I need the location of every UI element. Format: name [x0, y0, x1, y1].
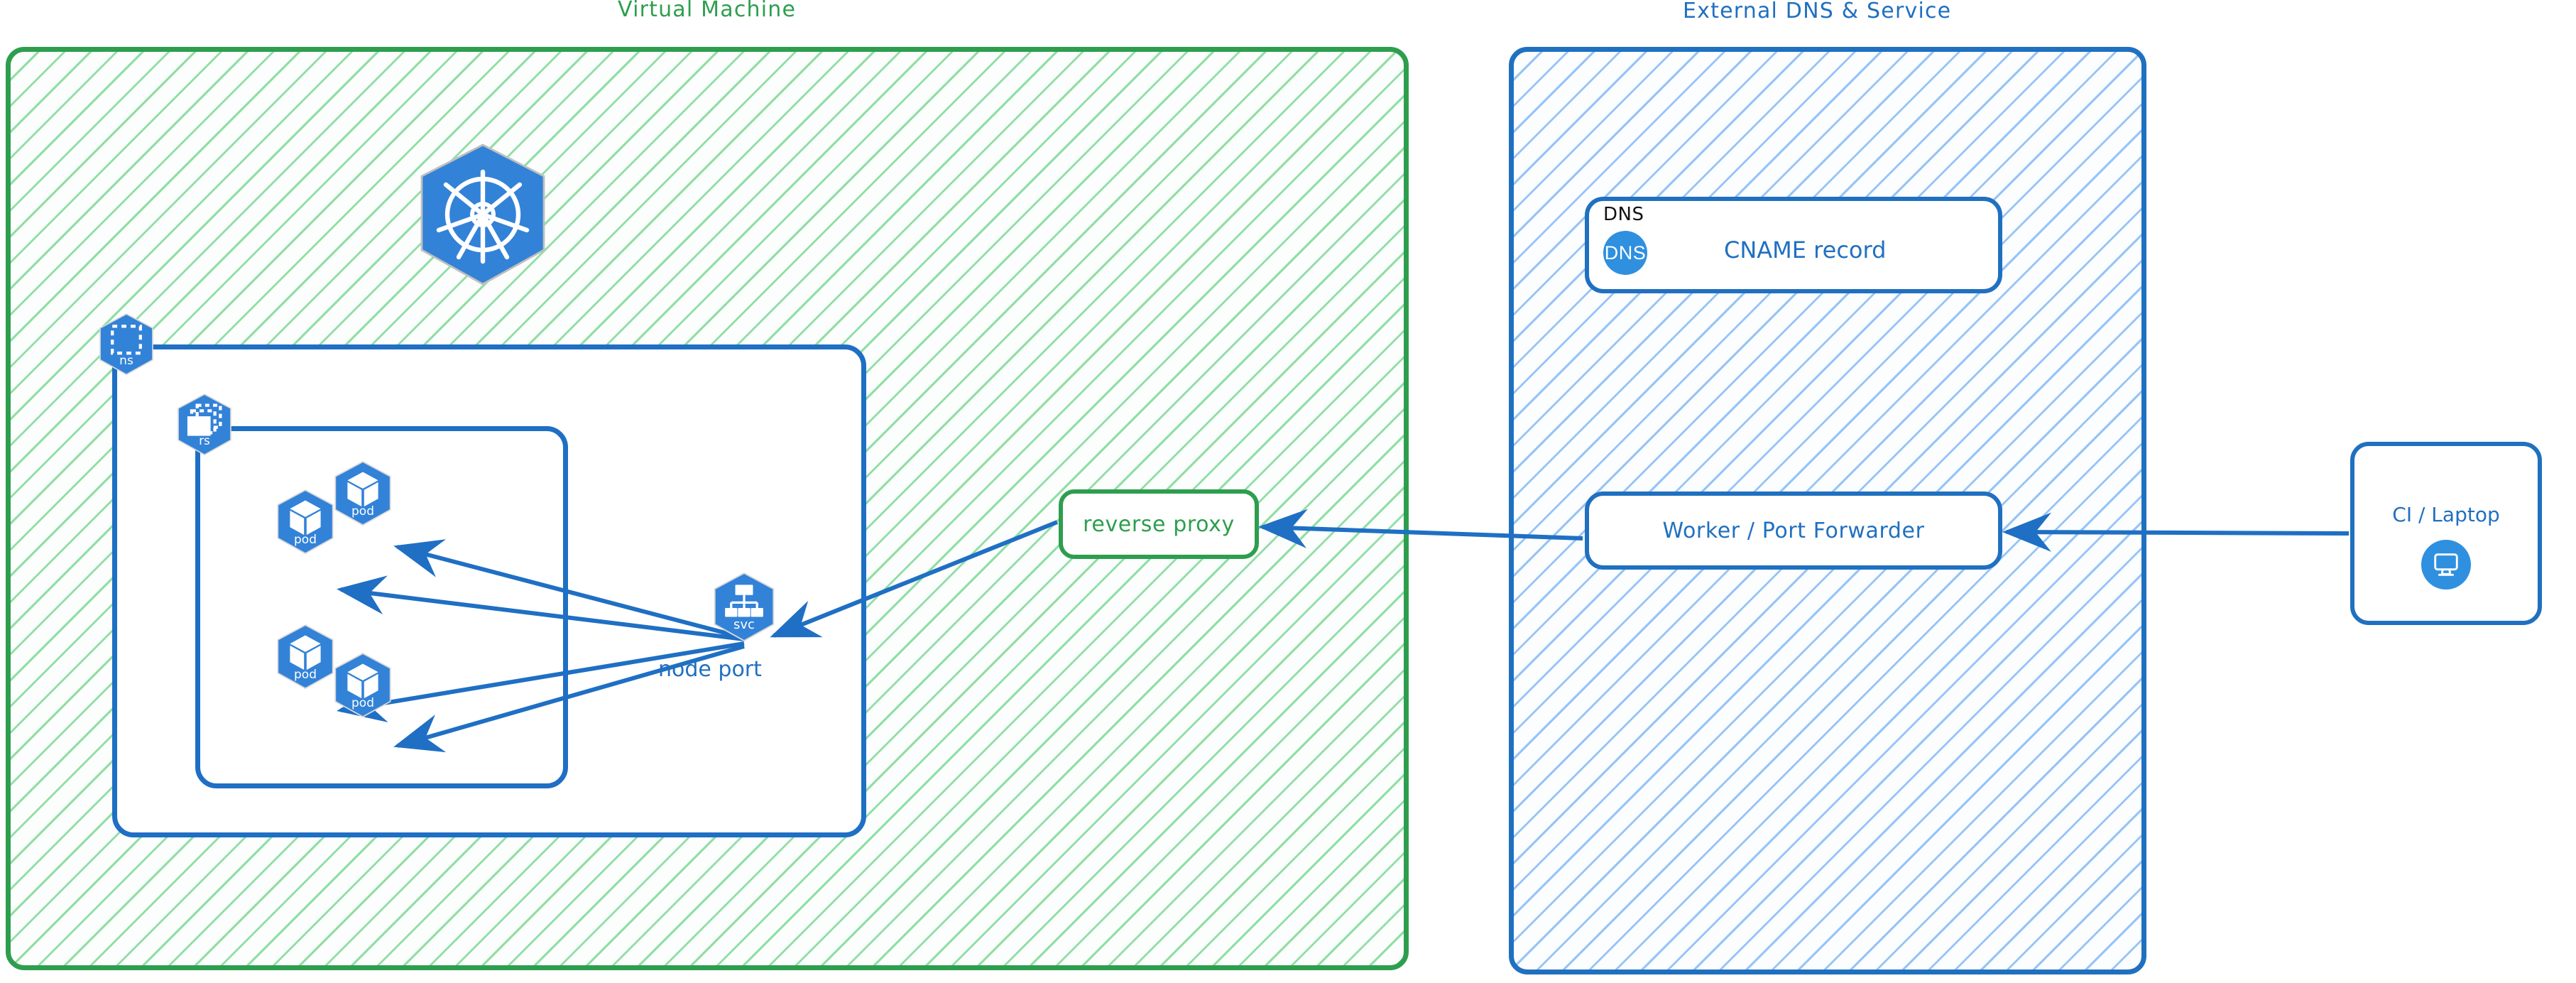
ci-laptop-node[interactable]: CI / Laptop [2350, 442, 2542, 625]
badge-pod-1: pod [273, 489, 337, 557]
badge-replicaset: rs [174, 393, 235, 458]
dns-icon: DNS [1603, 231, 1647, 275]
worker-port-forwarder-label: Worker / Port Forwarder [1662, 518, 1925, 543]
zone-external-dns-service-title: External DNS & Service [1683, 0, 1952, 23]
badge-namespace: ns [96, 313, 157, 378]
reverse-proxy-node[interactable]: reverse proxy [1059, 489, 1259, 559]
cname-record-label: CNAME record [1724, 237, 1887, 264]
badge-service: svc [710, 572, 778, 644]
dns-cname-record-node[interactable]: DNS DNS CNAME record [1585, 197, 2002, 293]
kubernetes-logo-icon [412, 142, 554, 291]
node-port-caption: node port [658, 657, 762, 682]
zone-virtual-machine-title: Virtual Machine [618, 0, 797, 22]
badge-pod-2: pod [331, 460, 395, 528]
dns-group-tag: DNS [1603, 204, 1644, 225]
desktop-monitor-icon [2421, 540, 2471, 590]
badge-pod-3: pod [273, 624, 337, 692]
worker-port-forwarder-node[interactable]: Worker / Port Forwarder [1585, 492, 2002, 570]
ci-laptop-label: CI / Laptop [2392, 503, 2500, 526]
reverse-proxy-label: reverse proxy [1083, 511, 1235, 537]
badge-pod-4: pod [331, 652, 395, 720]
